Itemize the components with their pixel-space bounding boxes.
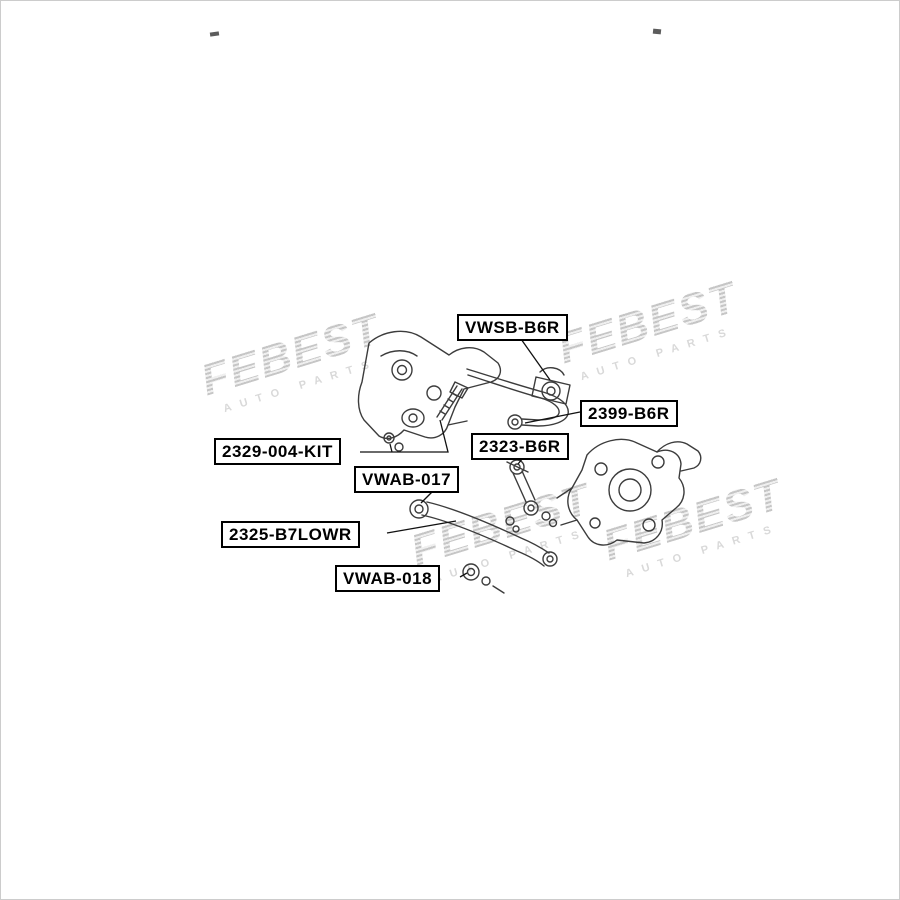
kit-bolt-and-washers: [383, 381, 469, 452]
part-label-2399-b6r: 2399-B6R: [580, 400, 678, 427]
part-label-2329-004-kit: 2329-004-KIT: [214, 438, 341, 465]
part-label-2323-b6r: 2323-B6R: [471, 433, 569, 460]
leader-lines: [360, 338, 581, 578]
part-label-vwab-017: VWAB-017: [354, 466, 460, 493]
lower-arm: [409, 499, 558, 594]
knuckle: [556, 438, 702, 546]
part-label-vwab-018: VWAB-018: [335, 565, 441, 592]
part-label-vwsb-b6r: VWSB-B6R: [457, 314, 568, 341]
stabilizer-link: [505, 459, 558, 533]
subframe: [357, 330, 502, 440]
stabilizer-bar: [466, 368, 569, 430]
stabilizer-bushing-bracket: [531, 367, 571, 405]
part-label-2325-b7lowr: 2325-B7LOWR: [221, 521, 360, 548]
